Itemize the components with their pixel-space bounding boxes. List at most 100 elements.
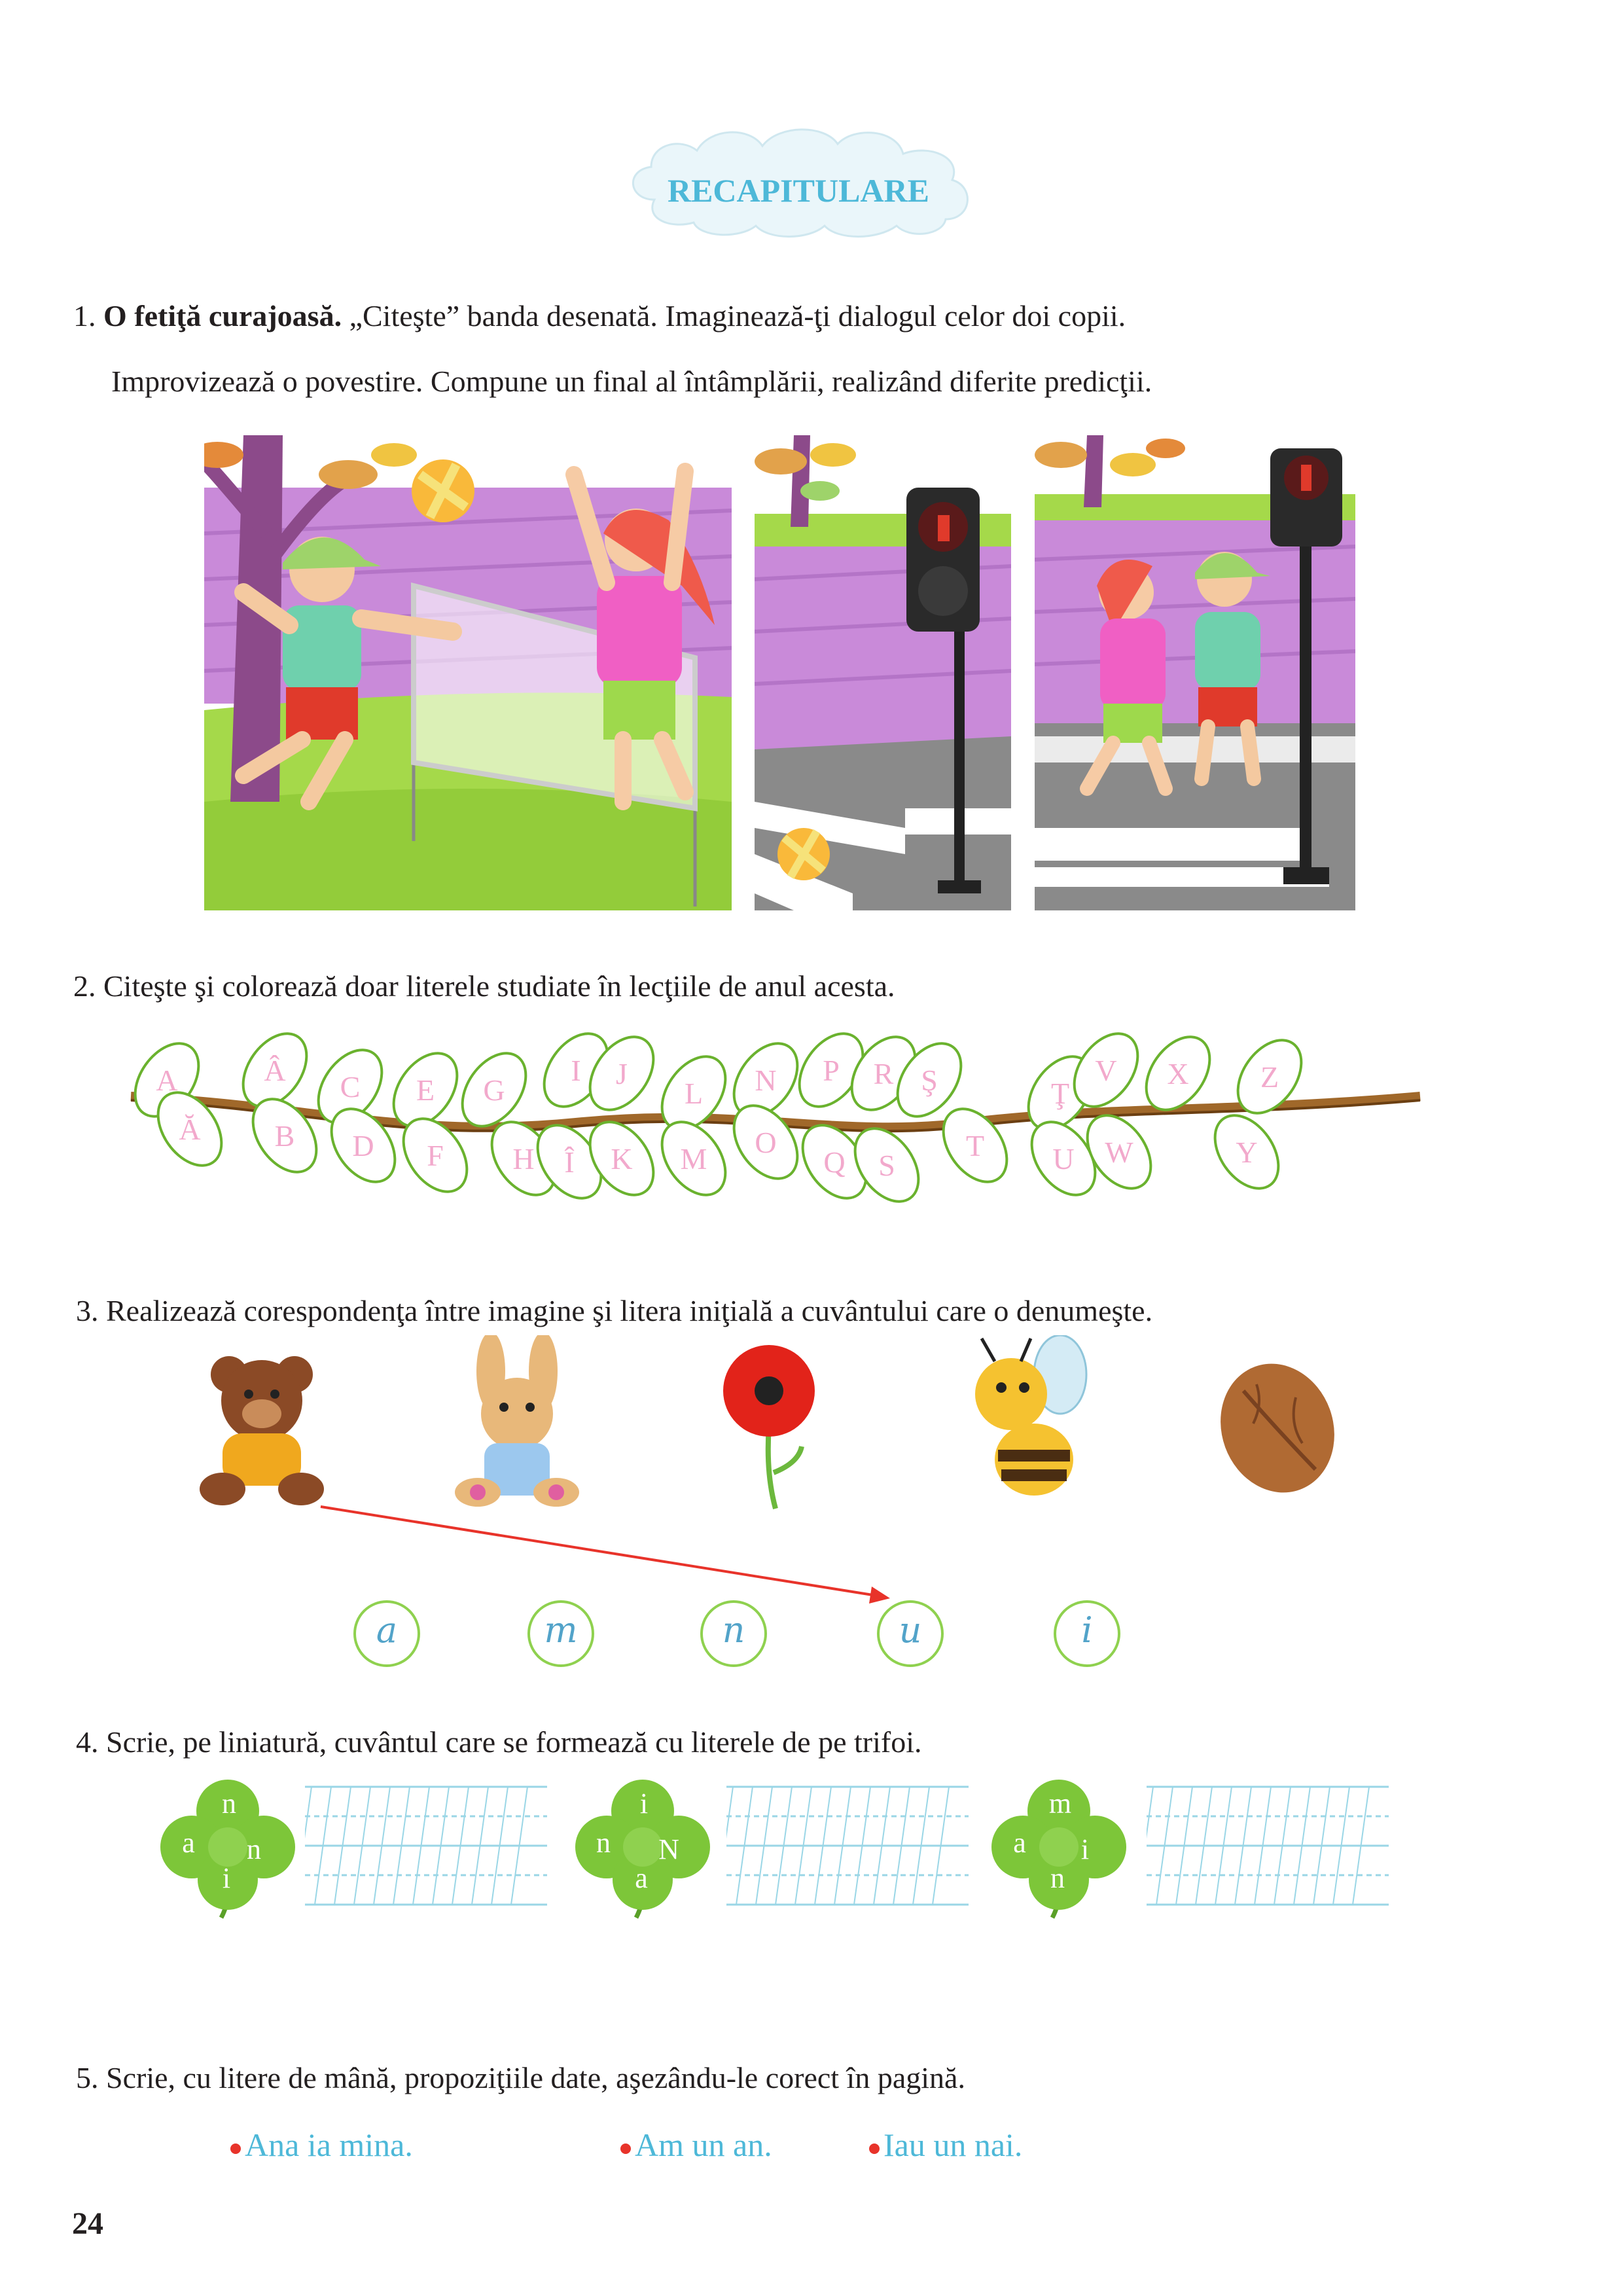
match-arrow: [320, 1505, 890, 1604]
letter-circle-4[interactable]: u: [877, 1600, 944, 1667]
exercise-1-title: O fetiţă curajoasă.: [103, 299, 342, 332]
exercise-4-text: 4. Scrie, pe liniatură, cuvântul care se…: [76, 1725, 922, 1759]
exercise-3-text: 3. Realizează corespondenţa între imagin…: [76, 1294, 1153, 1327]
clover-letter-top: m: [1049, 1787, 1071, 1820]
letter-circle-3[interactable]: n: [700, 1600, 767, 1667]
bullet-icon: [620, 2143, 631, 2154]
comic-panel-2: [755, 435, 1011, 910]
branch-leaf[interactable]: [240, 1087, 330, 1183]
leaf-letter[interactable]: P: [823, 1054, 840, 1087]
branch-leaf[interactable]: [391, 1107, 480, 1203]
leaf-letter[interactable]: L: [685, 1077, 703, 1110]
bullet-icon: [230, 2143, 241, 2154]
leaf-letter[interactable]: Z: [1260, 1060, 1279, 1094]
leaf-letter[interactable]: I: [571, 1054, 580, 1087]
leaf-letter[interactable]: V: [1095, 1054, 1116, 1087]
branch-leaf[interactable]: [145, 1081, 235, 1177]
letter-circle-2[interactable]: m: [527, 1600, 594, 1667]
branch-leaf[interactable]: [649, 1110, 739, 1206]
branch-leaf[interactable]: [842, 1117, 932, 1213]
page-number: 24: [72, 2206, 103, 2241]
sentence-1-text: Ana ia mina.: [245, 2126, 413, 2163]
letter-circle-label: u: [899, 1609, 922, 1651]
comic-panel-1: [204, 435, 732, 910]
branch-leaf[interactable]: [721, 1094, 811, 1190]
letter-circle-label: m: [544, 1609, 578, 1651]
leaf-letter[interactable]: Q: [823, 1145, 845, 1179]
sentence-2-text: Am un an.: [635, 2126, 772, 2163]
leaf-letter[interactable]: K: [611, 1142, 632, 1175]
handwriting-lines[interactable]: [726, 1780, 969, 1911]
leaf-letter[interactable]: E: [416, 1073, 435, 1107]
leaf-letter[interactable]: Ş: [921, 1064, 938, 1097]
leaf-letter[interactable]: A: [156, 1064, 177, 1097]
clover-letter-right: i: [1081, 1833, 1089, 1865]
branch-leaf[interactable]: [1202, 1103, 1292, 1200]
leaf-letter[interactable]: D: [352, 1129, 374, 1162]
handwriting-lines[interactable]: [1147, 1780, 1389, 1911]
branch-leaf[interactable]: [931, 1097, 1020, 1193]
exercise-1-text: „Citeşte” banda desenată. Imaginează-ţi …: [349, 299, 1126, 332]
letter-branch: AĂ ÂB CD EF G H I Î J K LM NO P Q R S ŞT ŢU V W X Y Z: [130, 1022, 1421, 1213]
leaf-letter[interactable]: Y: [1236, 1136, 1257, 1169]
clover-letter-left: n: [596, 1827, 611, 1859]
branch-leaf[interactable]: [450, 1041, 539, 1138]
bear-icon[interactable]: [196, 1348, 327, 1512]
leaf-letter[interactable]: C: [340, 1070, 361, 1103]
branch-leaf[interactable]: [1061, 1022, 1151, 1118]
leaf-letter[interactable]: Î: [564, 1145, 574, 1179]
leaf-letter[interactable]: B: [275, 1119, 295, 1153]
handwriting-lines[interactable]: [305, 1780, 547, 1911]
letter-circle-label: a: [376, 1609, 398, 1651]
branch-leaf[interactable]: [577, 1025, 667, 1121]
leaf-letter[interactable]: S: [878, 1149, 895, 1182]
clover-letter-bottom: i: [223, 1862, 230, 1894]
branch-leaf[interactable]: [1133, 1025, 1223, 1121]
branch-leaf[interactable]: [381, 1041, 471, 1138]
walnut-icon[interactable]: [1217, 1358, 1338, 1499]
branch-leaf[interactable]: [1225, 1028, 1315, 1124]
leaf-letter[interactable]: O: [755, 1126, 776, 1159]
leaf-letter[interactable]: Ţ: [1051, 1077, 1069, 1110]
clover-letter-right: N: [658, 1833, 679, 1865]
leaf-letter[interactable]: R: [874, 1057, 894, 1090]
exercise-2-text: 2. Citeşte şi colorează doar literele st…: [73, 969, 895, 1003]
letter-circle-5[interactable]: i: [1054, 1600, 1120, 1667]
branch-leaf[interactable]: [230, 1022, 320, 1118]
leaf-letter[interactable]: U: [1052, 1142, 1074, 1175]
leaf-letter[interactable]: J: [616, 1057, 628, 1090]
clover-letter-top: i: [640, 1787, 648, 1820]
letter-circle-label: i: [1081, 1609, 1093, 1651]
leaf-letter[interactable]: T: [966, 1129, 984, 1162]
leaf-letter[interactable]: M: [681, 1142, 707, 1175]
leaf-letter[interactable]: Â: [264, 1054, 285, 1087]
clover-letter-right: n: [247, 1833, 261, 1865]
clover-letter-top: n: [222, 1787, 236, 1820]
leaf-letter[interactable]: X: [1167, 1057, 1188, 1090]
leaf-letter[interactable]: Ă: [179, 1113, 200, 1146]
leaf-letter[interactable]: F: [427, 1139, 444, 1172]
bee-icon[interactable]: [955, 1335, 1106, 1512]
leaf-letter[interactable]: H: [512, 1142, 534, 1175]
branch-leaf[interactable]: [577, 1110, 667, 1206]
poppy-icon[interactable]: [713, 1342, 825, 1512]
leaf-letter[interactable]: G: [483, 1073, 505, 1107]
branch-leaf[interactable]: [885, 1031, 974, 1128]
clover-letter-left: a: [1013, 1827, 1026, 1859]
clover-icon: in Na: [575, 1780, 710, 1919]
branch-leaf[interactable]: [306, 1038, 395, 1134]
clover-letter-left: a: [182, 1827, 195, 1859]
exercise-5-text: 5. Scrie, cu litere de mână, propoziţiil…: [76, 2061, 965, 2094]
rabbit-icon[interactable]: [445, 1335, 589, 1512]
comic-panel-3: [1035, 435, 1355, 910]
sentence-2: Am un an.: [620, 2126, 772, 2164]
clover-letter-bottom: a: [635, 1862, 648, 1894]
leaf-letter[interactable]: W: [1105, 1136, 1133, 1169]
branch-leaf[interactable]: [1019, 1110, 1109, 1206]
branch-leaf[interactable]: [319, 1097, 408, 1193]
letter-circle-1[interactable]: a: [353, 1600, 420, 1667]
branch-leaf[interactable]: [1075, 1103, 1164, 1200]
leaf-letter[interactable]: N: [755, 1064, 776, 1097]
